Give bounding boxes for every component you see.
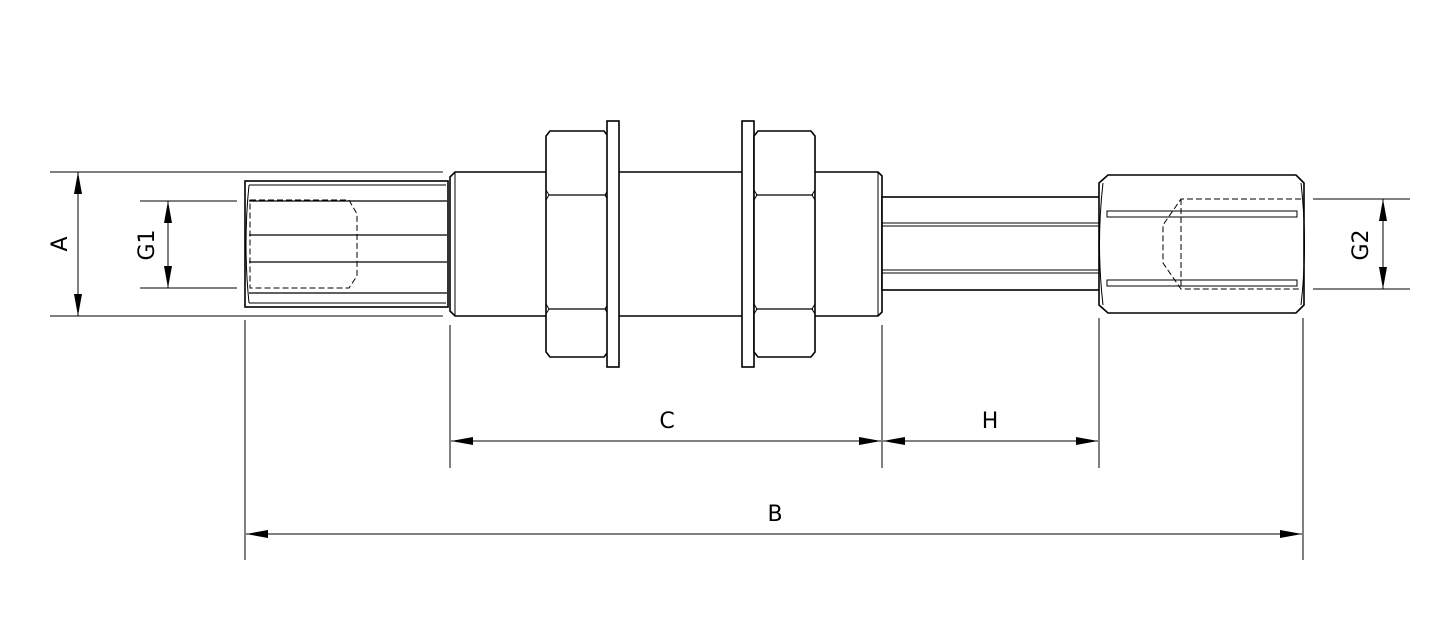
left-lock-nut bbox=[545, 130, 609, 358]
dimension-a-label: A bbox=[48, 236, 73, 251]
dimension-c-label: C bbox=[659, 409, 674, 434]
dimension-g2-label: G2 bbox=[1349, 229, 1374, 260]
extension-lines bbox=[50, 171, 1410, 560]
dimension-h-label: H bbox=[982, 409, 999, 434]
right-washer bbox=[741, 120, 755, 368]
left-washer bbox=[606, 120, 620, 368]
right-threaded-fitting bbox=[1098, 174, 1305, 314]
left-threaded-fitting bbox=[244, 180, 449, 308]
dimension-g1-label: G1 bbox=[135, 229, 160, 260]
main-body bbox=[449, 171, 883, 317]
dimension-b-label: B bbox=[767, 502, 782, 527]
piston-rod bbox=[881, 196, 1101, 291]
right-lock-nut bbox=[753, 130, 816, 358]
